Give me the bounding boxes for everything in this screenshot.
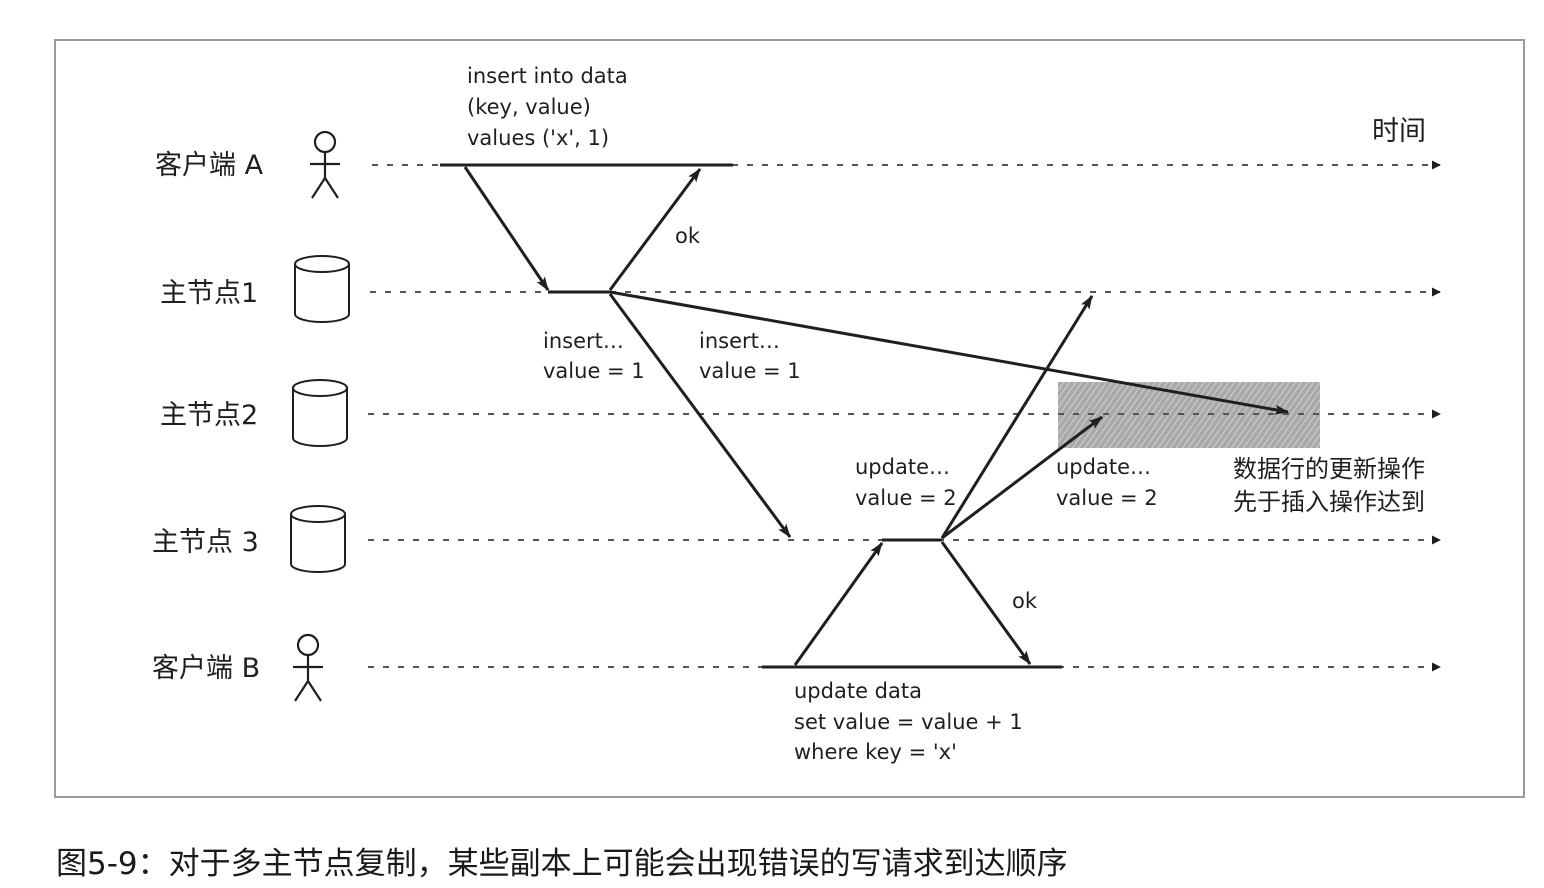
svg-text:value = 2: value = 2 [1056,486,1158,510]
message-leader-1-to-leader-3: insert… value = 1 [543,329,645,383]
out-of-order-highlight [1058,382,1320,448]
svg-text:value = 2: value = 2 [855,486,957,510]
database-icon [290,505,346,573]
lane-label-leader-3: 主节点 3 [152,527,259,558]
diagram-frame [54,39,1525,798]
svg-text:(key, value): (key, value) [467,95,591,119]
message-arrows [463,166,1289,666]
svg-text:数据行的更新操作: 数据行的更新操作 [1233,455,1425,483]
lane-label-leader-1: 主节点1 [160,278,258,309]
message-client-a-insert: insert into data (key, value) values ('x… [467,64,628,150]
message-leader-1-ok: ok [675,224,701,248]
arrow-leader-3-to-leader-1 [940,295,1094,539]
message-leader-3-to-leader-1: update… value = 2 [855,455,957,510]
person-icon [310,130,340,199]
arrow-leader-3-ok [940,541,1032,665]
arrow-leader-1-to-leader-2 [609,290,1289,415]
lane-label-client-b: 客户端 B [152,653,260,684]
svg-text:where key = 'x': where key = 'x' [794,740,957,764]
person-icon [293,633,323,702]
svg-text:value = 1: value = 1 [699,359,801,383]
lane-label-client-a: 客户端 A [155,150,264,181]
svg-text:update…: update… [1056,455,1151,479]
message-client-b-update: update data set value = value + 1 where … [794,679,1023,764]
arrow-client-b-to-leader-3 [793,542,884,666]
svg-text:update data: update data [794,679,922,703]
svg-text:values ('x', 1): values ('x', 1) [467,126,609,150]
arrow-leader-3-to-leader-2 [941,415,1103,540]
arrow-client-a-to-leader-1 [463,166,550,291]
arrow-leader-1-ok [608,168,702,291]
out-of-order-note: 数据行的更新操作 先于插入操作达到 [1233,455,1425,516]
database-icon [294,255,350,323]
message-leader-1-to-leader-2: insert… value = 1 [699,329,801,383]
figure-caption: 图5-9：对于多主节点复制，某些副本上可能会出现错误的写请求到达顺序 [56,846,1068,882]
svg-text:insert…: insert… [543,329,624,353]
svg-text:update…: update… [855,455,950,479]
activity-bars [440,163,1062,669]
svg-text:set value = value + 1: set value = value + 1 [794,710,1023,734]
svg-text:insert into data: insert into data [467,64,628,88]
arrow-leader-1-to-leader-3 [608,293,792,538]
time-label: 时间 [1372,116,1426,147]
svg-text:value = 1: value = 1 [543,359,645,383]
lane-label-leader-2: 主节点2 [160,400,258,431]
timelines [368,160,1441,672]
database-icon [292,379,348,447]
message-leader-3-to-leader-2: update… value = 2 [1056,455,1158,510]
svg-text:insert…: insert… [699,329,780,353]
message-leader-3-ok: ok [1012,589,1038,613]
svg-text:先于插入操作达到: 先于插入操作达到 [1233,488,1425,516]
